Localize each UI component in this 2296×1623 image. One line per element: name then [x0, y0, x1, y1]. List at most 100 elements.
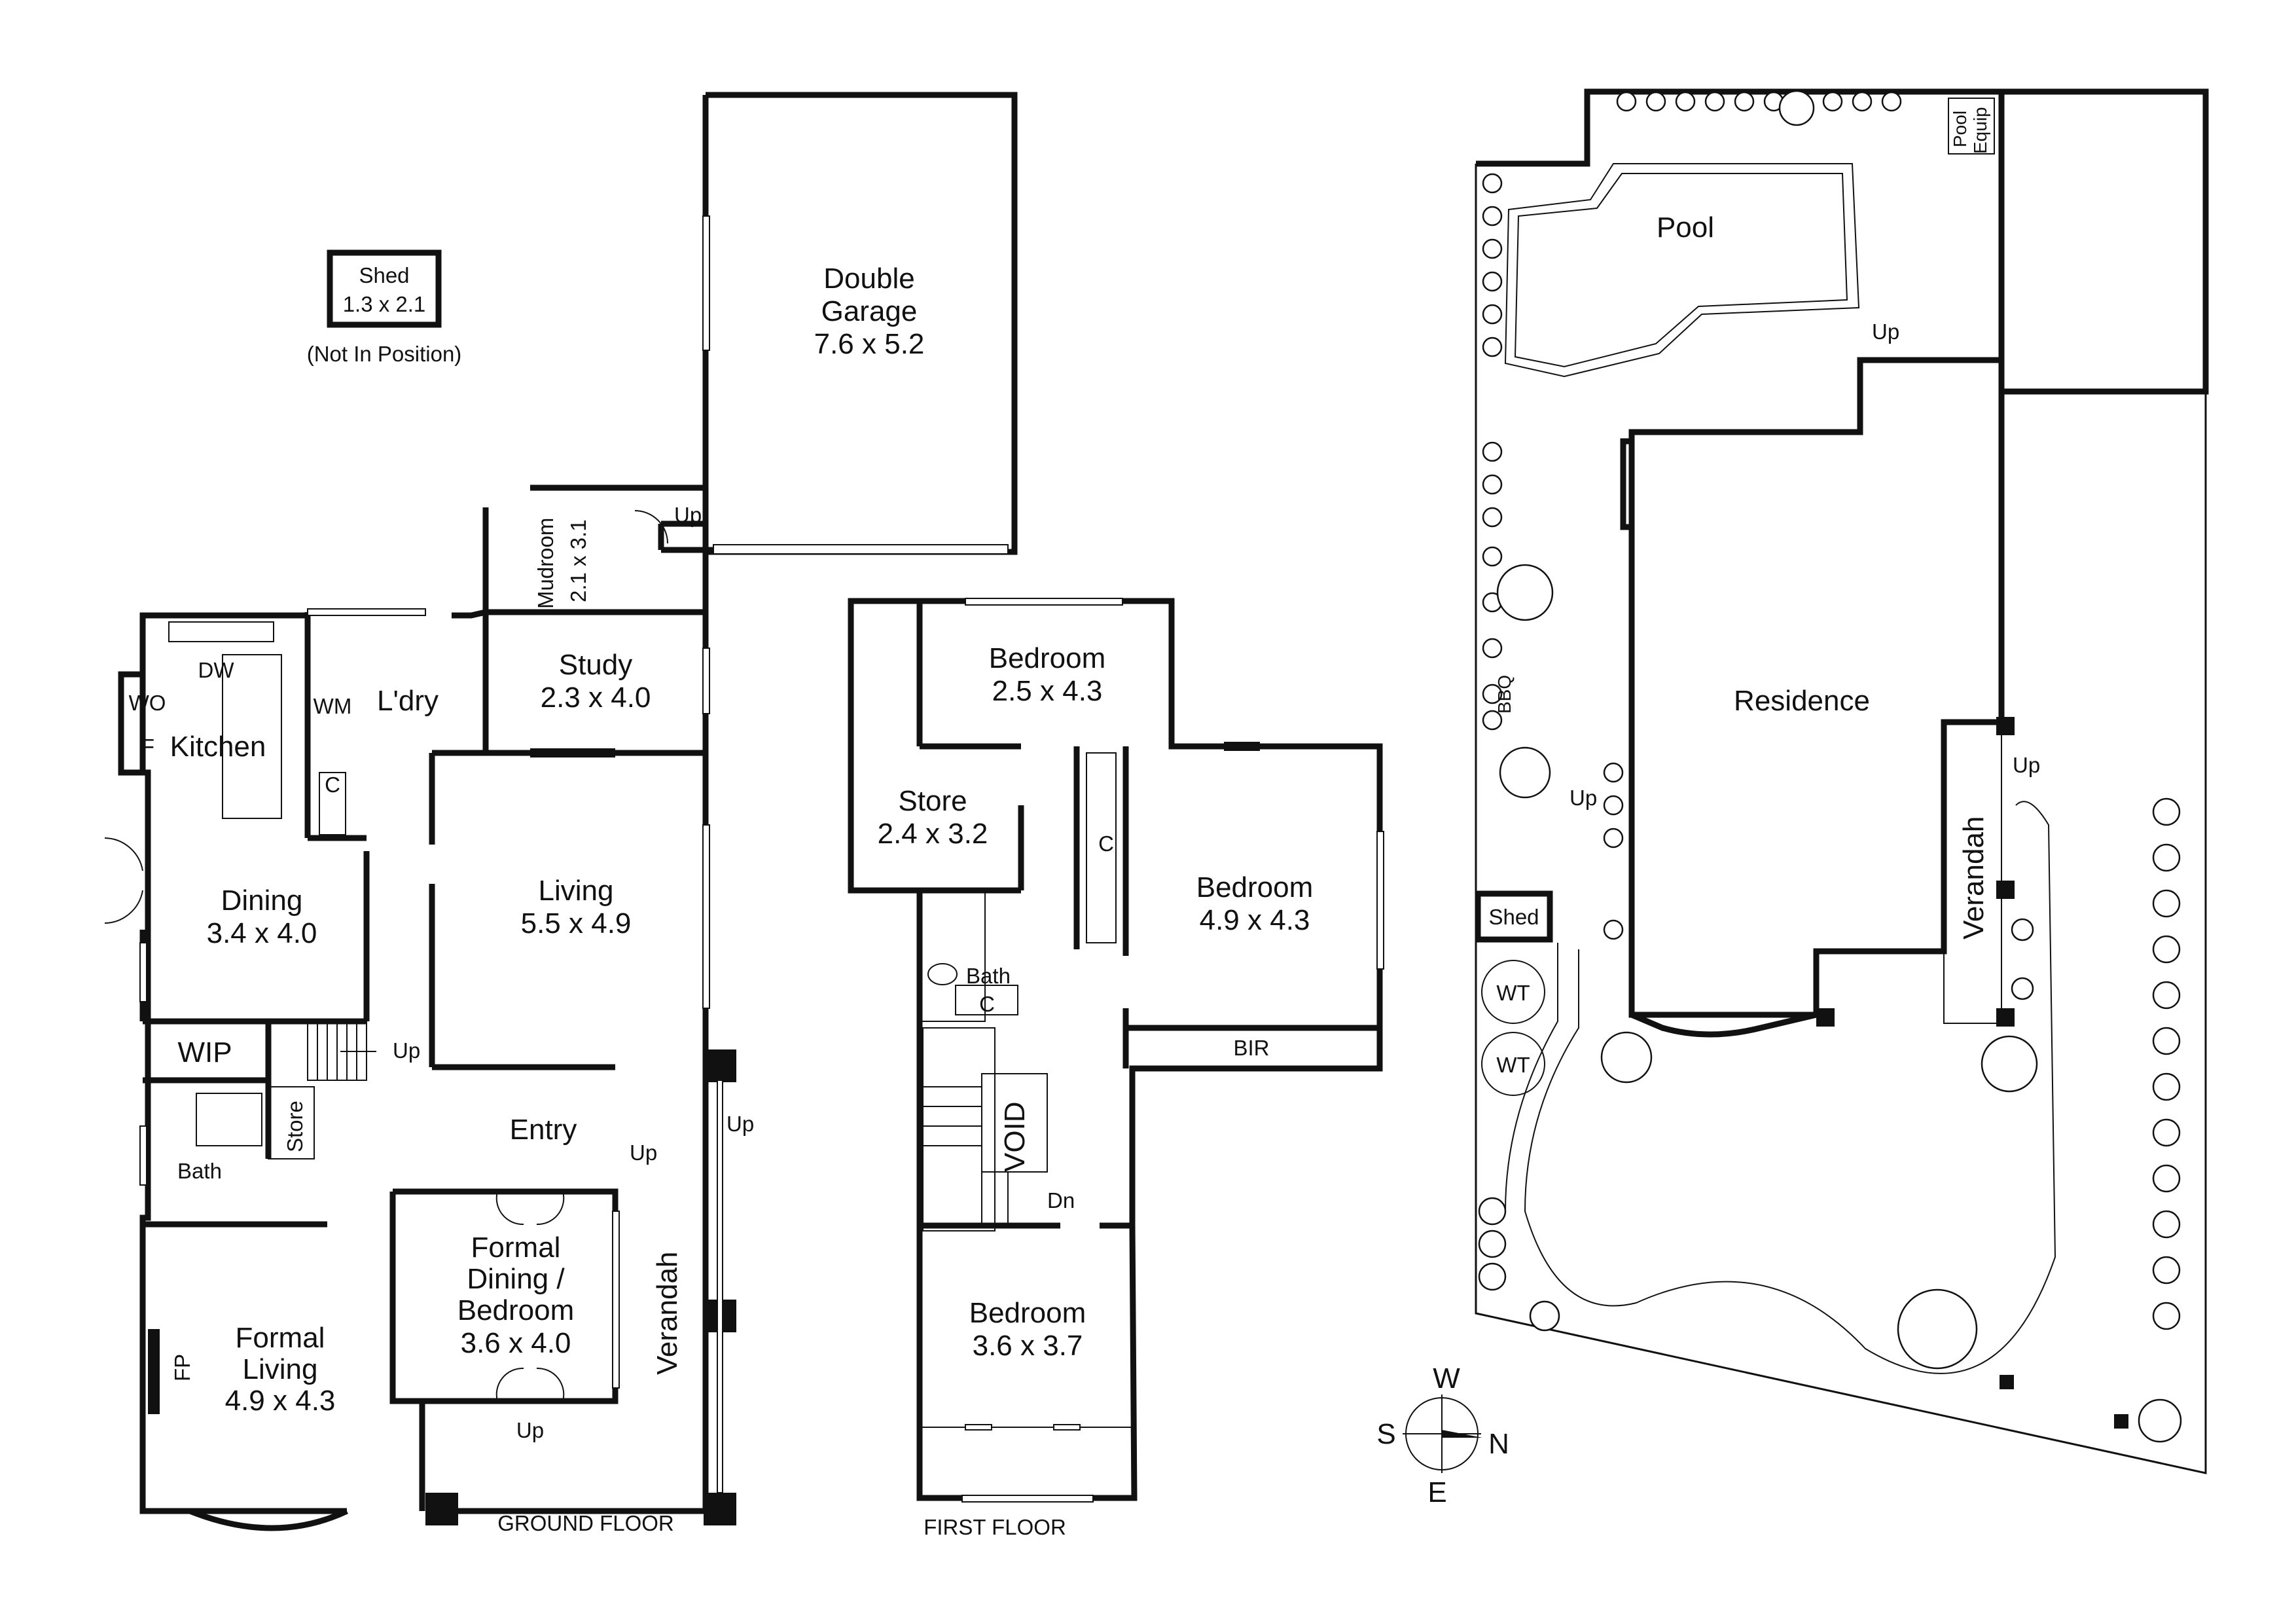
- first-bath-cupboard: [955, 985, 1018, 1015]
- cupboard-first: [1086, 752, 1117, 943]
- cupboard: [319, 772, 346, 835]
- store-label: Store: [283, 1101, 307, 1152]
- fireplace: [148, 1329, 160, 1414]
- site-post-2: [1996, 881, 2015, 899]
- first-window-top: [965, 598, 1123, 606]
- compass-e: E: [1427, 1476, 1446, 1508]
- study-label: Study: [559, 649, 633, 681]
- void-label: VOID: [999, 1101, 1031, 1172]
- first-window-right: [1376, 831, 1384, 970]
- living-window: [702, 824, 710, 1009]
- water-tank-2: [1481, 1032, 1545, 1096]
- verandah-label: Verandah: [651, 1252, 683, 1375]
- sink: [168, 621, 274, 642]
- dining-window: [139, 942, 147, 1002]
- mudroom-label: Mudroom: [533, 518, 558, 609]
- bir-label: BIR: [1233, 1036, 1269, 1060]
- bath-label: Bath: [177, 1159, 222, 1183]
- dw-label: DW: [198, 658, 235, 682]
- site-post-1: [1996, 717, 2015, 735]
- bath-window: [139, 1125, 147, 1186]
- first-window-bottom: [961, 1495, 1094, 1503]
- garage-window: [702, 215, 710, 351]
- verandah-up-label: Up: [726, 1112, 754, 1136]
- garage-size: 7.6 x 5.2: [814, 328, 925, 360]
- site-up-label-1: Up: [1570, 786, 1597, 810]
- formal-up-label: Up: [516, 1418, 544, 1442]
- mudroom-size: 2.1 x 3.1: [566, 519, 590, 602]
- dining-doors: [104, 837, 143, 924]
- water-tank-label-1: WT: [1496, 981, 1530, 1005]
- compass-n: N: [1488, 1428, 1509, 1460]
- formal-living-size: 4.9 x 4.3: [225, 1385, 336, 1417]
- dining-size: 3.4 x 4.0: [207, 917, 317, 949]
- verandah-edge: [717, 1080, 723, 1493]
- shed-size: 1.3 x 2.1: [343, 292, 426, 316]
- verandah-post-3: [704, 1493, 736, 1525]
- garage-label-1: Double: [823, 263, 914, 295]
- fridge-label: F: [141, 735, 154, 759]
- site-plan: [1403, 88, 2209, 1474]
- formal-living-label-1: Formal: [236, 1322, 325, 1354]
- ground-outer-walls: [139, 491, 709, 1514]
- site-gate-1: [2000, 1375, 2014, 1389]
- first-floor-title: FIRST FLOOR: [924, 1515, 1066, 1539]
- formal-dining-size: 3.6 x 4.0: [461, 1327, 571, 1359]
- pool-equip-label-2: Equip: [1970, 107, 1990, 154]
- dining-label: Dining: [221, 884, 303, 917]
- formal-dining-label-2: Dining /: [467, 1263, 565, 1295]
- wm-label: WM: [314, 694, 352, 718]
- site-boundary-main: [1476, 88, 2209, 1018]
- stairs-down-label: Dn: [1047, 1188, 1075, 1213]
- ground-stairs: [307, 1021, 376, 1081]
- formal-dining-label-1: Formal: [471, 1231, 561, 1264]
- void-box: [981, 1073, 1048, 1173]
- store-first-size: 2.4 x 3.2: [878, 818, 988, 850]
- first-bath-area: [919, 890, 986, 1022]
- site-verandah: [1943, 721, 2002, 1024]
- entry-up-label: Up: [630, 1140, 657, 1165]
- residence-label: Residence: [1734, 685, 1870, 717]
- entry-label: Entry: [510, 1114, 577, 1146]
- ground-floor-title: GROUND FLOOR: [497, 1511, 674, 1535]
- laundry-label: L'dry: [377, 685, 439, 717]
- study-window: [702, 647, 710, 714]
- first-bath-label: Bath: [966, 964, 1011, 988]
- study-size: 2.3 x 4.0: [541, 682, 651, 714]
- verandah-post-1: [704, 1049, 736, 1082]
- kitchen-label: Kitchen: [170, 731, 266, 763]
- compass-w: W: [1433, 1362, 1460, 1395]
- fireplace-label: FP: [170, 1354, 194, 1381]
- wo-label: WO: [129, 691, 166, 715]
- water-tank-label-2: WT: [1496, 1053, 1530, 1077]
- ground-floor-labels: Shed 1.3 x 2.1 (Not In Position) Double …: [129, 263, 925, 1535]
- study-door-frame: [530, 748, 615, 757]
- laundry-window: [307, 608, 426, 616]
- bedroom-top-label: Bedroom: [989, 642, 1106, 674]
- formal-dining-doors-bottom: [495, 1367, 565, 1402]
- ground-floor-plan: [104, 92, 1018, 1531]
- bedroom-top-size: 2.5 x 4.3: [992, 675, 1103, 707]
- stairs-up-label: Up: [393, 1038, 420, 1063]
- bedroom-bottom-size: 3.6 x 3.7: [973, 1330, 1083, 1362]
- store-first-label: Store: [898, 785, 967, 817]
- site-gate-2: [2114, 1414, 2128, 1429]
- shed-outline: [327, 249, 442, 328]
- first-floor-labels: Bedroom 2.5 x 4.3 Store 2.4 x 3.2 C Bedr…: [878, 642, 1314, 1539]
- kitchen-bump: [118, 615, 146, 776]
- garage-door: [713, 544, 1009, 555]
- site-verandah-label: Verandah: [1958, 816, 1990, 939]
- site-shed: [1475, 890, 1553, 943]
- verandah-post-4: [425, 1493, 458, 1525]
- compass-s: S: [1376, 1418, 1395, 1450]
- first-floor-plan: [848, 598, 1384, 1503]
- bbq-label: BBQ: [1494, 675, 1515, 714]
- first-outer-walls: [848, 598, 1383, 1501]
- garden-path-2: [1505, 943, 1558, 1212]
- store-box: [268, 1086, 315, 1159]
- site-up-label-2: Up: [2013, 753, 2040, 777]
- garage-up-label: Up: [674, 503, 702, 527]
- pool-up-label: Up: [1872, 319, 1899, 344]
- living-size: 5.5 x 4.9: [521, 907, 632, 939]
